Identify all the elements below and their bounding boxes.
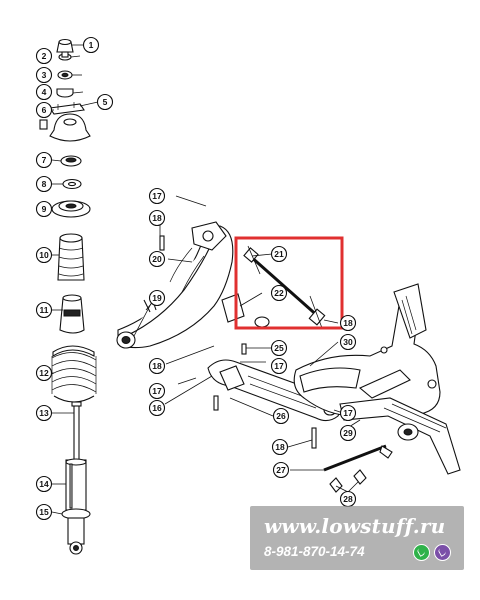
svg-text:19: 19: [152, 293, 162, 303]
callout-13: 13: [35, 404, 53, 422]
svg-text:6: 6: [42, 105, 47, 115]
callout-5: 5: [96, 93, 114, 111]
callout-30: 30: [339, 333, 357, 351]
callout-4: 4: [35, 83, 53, 101]
svg-text:2: 2: [42, 51, 47, 61]
svg-text:17: 17: [274, 361, 284, 371]
svg-text:11: 11: [40, 305, 49, 315]
svg-text:16: 16: [152, 403, 162, 413]
svg-text:3: 3: [42, 70, 47, 80]
svg-text:4: 4: [42, 87, 47, 97]
callout-17-right: 17: [339, 404, 357, 422]
svg-text:15: 15: [39, 507, 49, 517]
svg-text:21: 21: [274, 249, 284, 259]
svg-text:18: 18: [343, 318, 353, 328]
callout-17-middle: 17: [270, 357, 288, 375]
callout-18-lower: 18: [271, 438, 289, 456]
callout-18-upper: 18: [148, 209, 166, 227]
svg-text:20: 20: [152, 254, 162, 264]
callout-17-top: 17: [148, 187, 166, 205]
svg-text:8: 8: [42, 179, 47, 189]
svg-text:26: 26: [276, 411, 286, 421]
callout-15: 15: [35, 503, 53, 521]
svg-text:17: 17: [152, 191, 162, 201]
svg-text:1: 1: [89, 40, 94, 50]
callout-9: 9: [35, 200, 53, 218]
svg-text:10: 10: [39, 250, 49, 260]
svg-text:25: 25: [274, 343, 284, 353]
callout-18-middle: 18: [148, 357, 166, 375]
callout-11: 11: [35, 301, 53, 319]
trailing-arm-assembly: [116, 195, 341, 422]
svg-text:14: 14: [39, 479, 49, 489]
svg-text:27: 27: [276, 465, 286, 475]
callout-2: 2: [35, 47, 53, 65]
svg-text:30: 30: [343, 337, 353, 347]
callout-10: 10: [35, 246, 53, 264]
svg-text:7: 7: [42, 155, 47, 165]
callout-1: 1: [82, 36, 100, 54]
callout-20: 20: [148, 250, 166, 268]
callout-17-left: 17: [148, 382, 166, 400]
viber-icon: [434, 544, 451, 561]
callout-27: 27: [272, 461, 290, 479]
callout-26: 26: [272, 407, 290, 425]
svg-text:5: 5: [103, 97, 108, 107]
watermark-url: www.lowstuff.ru: [264, 514, 446, 538]
svg-text:12: 12: [39, 368, 49, 378]
callout-22: 22: [270, 284, 288, 302]
svg-text:18: 18: [152, 213, 162, 223]
highlight-box: [234, 236, 344, 330]
callout-21: 21: [270, 245, 288, 263]
svg-text:22: 22: [274, 288, 284, 298]
svg-text:29: 29: [343, 428, 353, 438]
watermark-banner: www.lowstuff.ru 8-981-870-14-74: [250, 506, 464, 570]
callout-28: 28: [339, 490, 357, 508]
watermark-phone: 8-981-870-14-74: [264, 544, 365, 559]
callout-3: 3: [35, 66, 53, 84]
svg-text:13: 13: [39, 408, 49, 418]
svg-text:28: 28: [343, 494, 353, 504]
callout-18-right-upper: 18: [339, 314, 357, 332]
callout-29: 29: [339, 424, 357, 442]
svg-text:18: 18: [275, 442, 285, 452]
callout-14: 14: [35, 475, 53, 493]
callout-25: 25: [270, 339, 288, 357]
rear-subframe: [293, 283, 461, 493]
svg-text:17: 17: [152, 386, 162, 396]
callout-8: 8: [35, 175, 53, 193]
whatsapp-icon: [413, 544, 430, 561]
callout-16: 16: [148, 399, 166, 417]
svg-text:9: 9: [42, 204, 47, 214]
svg-text:18: 18: [152, 361, 162, 371]
svg-text:17: 17: [343, 408, 353, 418]
callout-6: 6: [35, 101, 53, 119]
callout-19: 19: [148, 289, 166, 307]
callout-7: 7: [35, 151, 53, 169]
callout-12: 12: [35, 364, 53, 382]
